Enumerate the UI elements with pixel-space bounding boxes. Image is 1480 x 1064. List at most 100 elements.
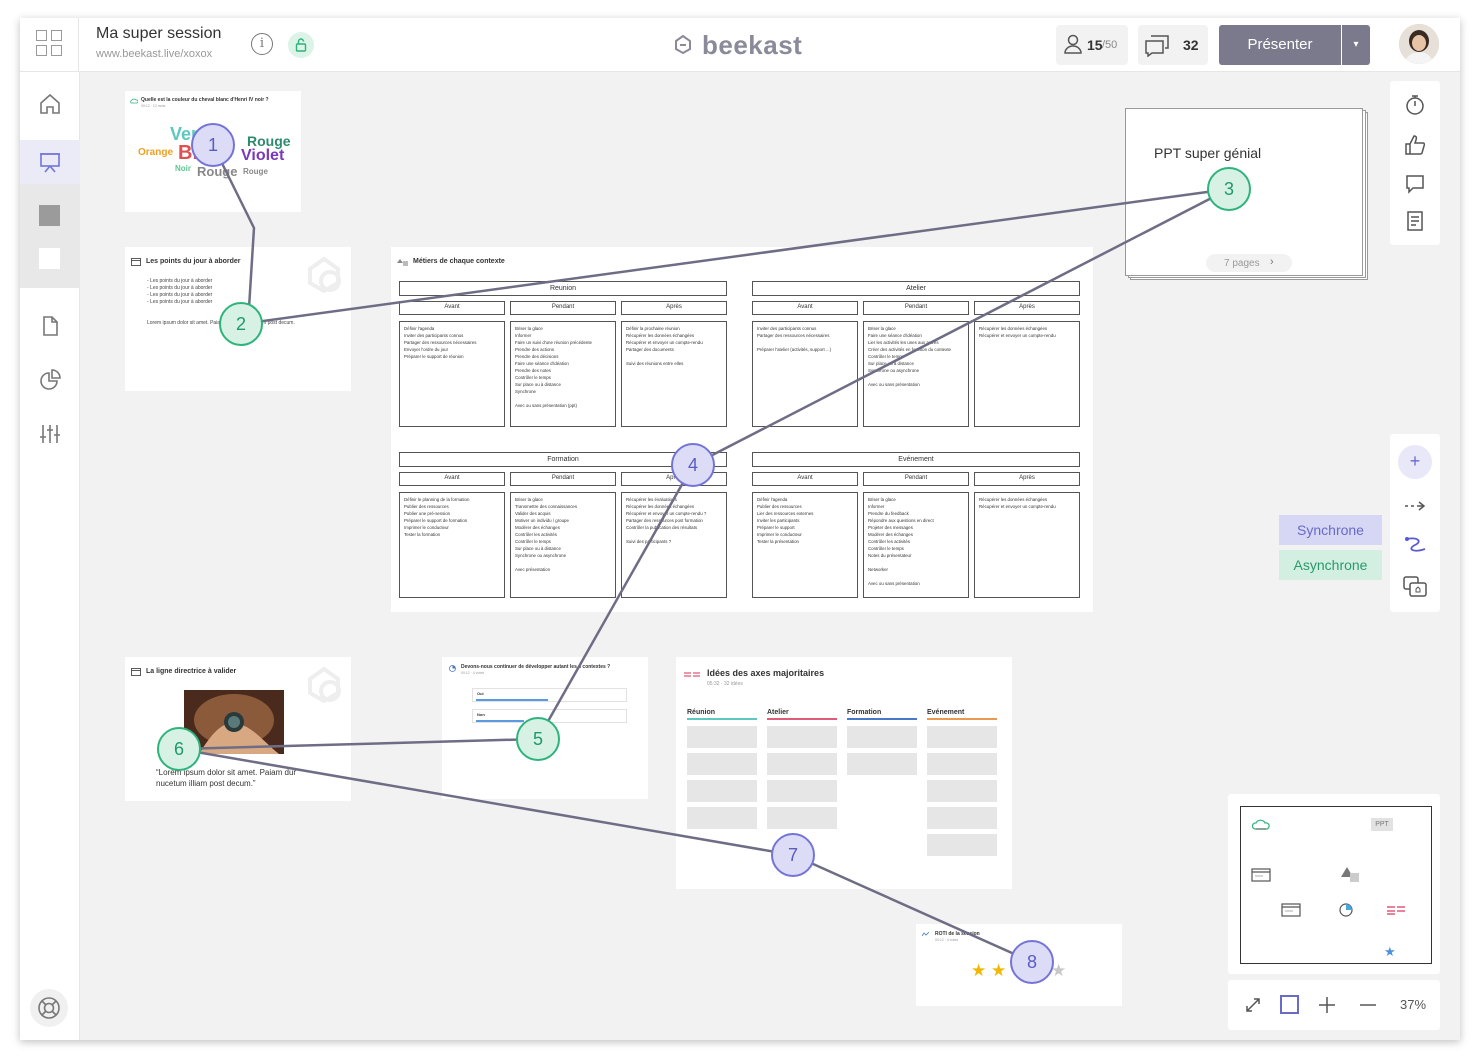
wordcloud-question: Quelle est la couleur du cheval blanc d'… [141, 97, 269, 103]
ligne-card[interactable]: La ligne directrice à valider “Lorem ips… [125, 657, 351, 801]
sliders-icon [40, 425, 60, 443]
idea-card[interactable] [767, 726, 837, 748]
roti-meta: 00:12 · 4 votes [935, 938, 959, 942]
idea-card[interactable] [687, 726, 757, 748]
step-node-6[interactable]: 6 [157, 727, 201, 771]
timer-icon[interactable] [1404, 94, 1426, 116]
home-icon [40, 93, 60, 114]
add-button[interactable]: + [1398, 445, 1432, 479]
present-button[interactable]: Présenter [1219, 25, 1341, 65]
zoom-in-icon[interactable] [1317, 995, 1337, 1015]
word-rouge: Rouge [247, 133, 291, 149]
sidebar-item-settings[interactable] [20, 412, 80, 456]
column-header: Avant [752, 472, 858, 486]
idea-card[interactable] [767, 780, 837, 802]
step-node-2[interactable]: 2 [219, 302, 263, 346]
idea-card[interactable] [767, 807, 837, 829]
step-node-7[interactable]: 7 [771, 833, 815, 877]
idea-card[interactable] [927, 780, 997, 802]
user-icon [1064, 34, 1082, 54]
step-node-8[interactable]: 8 [1010, 940, 1054, 984]
legend-synchrone[interactable]: Synchrone [1279, 515, 1382, 545]
avatar[interactable] [1399, 24, 1439, 64]
roti-icon [922, 932, 929, 937]
step-node-5[interactable]: 5 [516, 717, 560, 761]
ideas-column-title: Atelier [767, 709, 789, 716]
minimap-ppt: PPT [1371, 818, 1393, 831]
freehand-draw-icon[interactable] [1403, 535, 1427, 557]
lifebuoy-icon [38, 997, 60, 1019]
idea-card[interactable] [687, 753, 757, 775]
step-node-1[interactable]: 1 [191, 123, 235, 167]
idea-card[interactable] [767, 753, 837, 775]
table-cell: Récupérer les données échangées Récupére… [974, 321, 1080, 427]
ideas-column-underline [927, 718, 997, 720]
slide-thumbnail-light[interactable] [39, 248, 60, 269]
minimap-ideas-icon [1387, 906, 1405, 915]
idea-card[interactable] [847, 726, 917, 748]
column-header: Avant [399, 472, 505, 486]
minimap-shapes-icon [1341, 867, 1359, 882]
sidebar-item-results[interactable] [20, 358, 80, 402]
zoom-out-icon[interactable] [1358, 995, 1378, 1015]
chevron-right-icon: › [1270, 256, 1274, 268]
section-header: Evénement [752, 452, 1080, 467]
comment-icon[interactable] [1404, 173, 1426, 195]
step-node-3[interactable]: 3 [1207, 167, 1251, 211]
agenda-title: Les points du jour à aborder [146, 258, 241, 265]
beekast-watermark-icon [308, 256, 341, 294]
thumbs-up-icon[interactable] [1404, 134, 1426, 156]
minimap-viewport[interactable] [1240, 806, 1432, 964]
poll-option-oui[interactable]: Oui [472, 688, 627, 702]
connector-2-3 [240, 187, 1230, 326]
unlock-icon[interactable] [288, 32, 314, 58]
slide-icon [131, 258, 141, 266]
idea-card[interactable] [847, 753, 917, 775]
table-cell: Définir l'agenda Inviter des participant… [399, 321, 505, 427]
idea-card[interactable] [927, 834, 997, 856]
word-orange: Orange [138, 147, 174, 158]
apps-grid-icon[interactable] [36, 30, 64, 58]
sidebar-item-document[interactable] [20, 304, 80, 348]
shapes-icon [397, 259, 408, 266]
info-icon[interactable]: i [251, 33, 273, 55]
messages-icon [1145, 35, 1169, 57]
notes-icon[interactable] [1404, 210, 1426, 232]
ideas-column-underline [687, 718, 757, 720]
sidebar-item-presentation[interactable] [20, 140, 80, 184]
minimap-cloud-icon [1252, 819, 1270, 830]
help-button[interactable] [30, 989, 68, 1027]
minimap-slide-icon [1251, 868, 1271, 882]
idea-card[interactable] [927, 753, 997, 775]
ideas-card[interactable]: Idées des axes majoritaires 05:32 · 32 i… [676, 657, 1012, 889]
ideas-board-icon [684, 672, 700, 677]
legend-asynchrone[interactable]: Asynchrone [1279, 550, 1382, 580]
connector-lines [178, 144, 1230, 964]
ppt-pages-button[interactable]: 7 pages › [1206, 254, 1292, 272]
ideas-column-title: Formation [847, 709, 882, 716]
messages-counter[interactable]: 32 [1138, 25, 1208, 65]
right-toolbar-draw: + [1390, 434, 1440, 612]
sidebar-item-home[interactable] [20, 82, 80, 126]
ideas-column-title: Réunion [687, 709, 715, 716]
fit-to-screen-icon[interactable] [1280, 995, 1299, 1014]
poll-option-label: Non [477, 712, 485, 717]
table-cell: Récupérer les données échangées Récupére… [974, 492, 1080, 598]
idea-card[interactable] [687, 807, 757, 829]
idea-card[interactable] [927, 726, 997, 748]
session-title[interactable]: Ma super session [96, 25, 222, 42]
slide-thumbnail-dark[interactable] [39, 205, 60, 226]
arrow-connector-icon[interactable] [1403, 498, 1427, 514]
present-dropdown-button[interactable]: ▾ [1342, 25, 1370, 65]
ideas-column-underline [847, 718, 917, 720]
idea-card[interactable] [687, 780, 757, 802]
duplicate-slides-icon[interactable] [1402, 575, 1428, 599]
participants-counter[interactable]: 15 /50 [1056, 25, 1128, 65]
step-node-4[interactable]: 4 [671, 443, 715, 487]
left-sidebar [20, 72, 80, 1040]
minimap[interactable]: PPT ★ [1228, 794, 1440, 974]
expand-icon[interactable] [1244, 996, 1262, 1014]
idea-card[interactable] [927, 807, 997, 829]
right-toolbar-activities [1390, 81, 1440, 245]
